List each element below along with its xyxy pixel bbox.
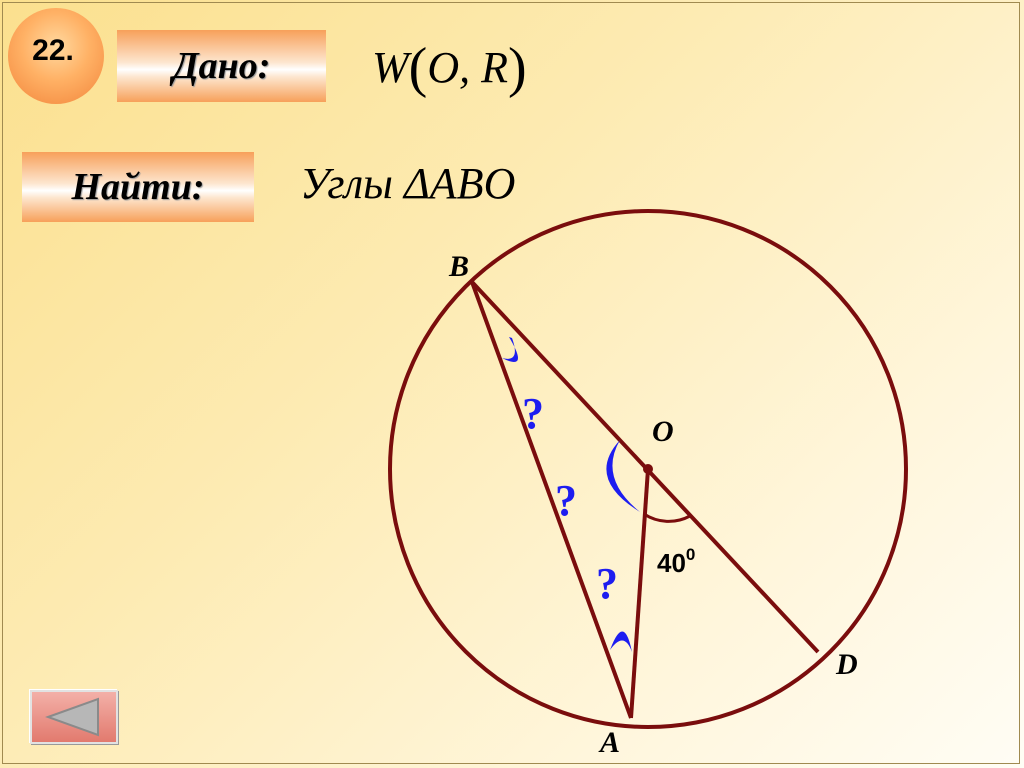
angle-a-question: ?: [596, 559, 618, 608]
paren-open: (: [408, 37, 428, 99]
given-label-box: Дано:: [117, 30, 326, 102]
point-b-label: B: [448, 250, 469, 283]
find-label: Найти:: [71, 166, 205, 208]
angle-b-mark: [502, 337, 518, 362]
angle-unit: 0: [686, 545, 695, 564]
point-o-label: O: [652, 415, 674, 448]
angle-o-mark: [606, 440, 640, 512]
find-formula: Углы ΔABO: [300, 159, 516, 208]
circle-w: [388, 209, 908, 729]
radius-oa: [629, 468, 650, 719]
angle-aod-arc: [643, 512, 691, 523]
paren-close: ): [507, 37, 527, 99]
circle-center: O: [427, 43, 460, 92]
center-dot: [643, 464, 653, 474]
point-d-label: D: [835, 648, 858, 681]
circle-name: W: [372, 43, 409, 92]
find-label-box: Найти:: [22, 152, 254, 222]
angle-aod-value: 400: [657, 545, 695, 578]
given-label: Дано:: [172, 45, 271, 87]
problem-number-badge: 22.: [8, 8, 104, 104]
angle-a-mark: [610, 631, 632, 652]
chord-ba: [470, 281, 633, 719]
angle-value: 40: [657, 548, 686, 578]
given-formula: W(O, R): [372, 36, 527, 100]
point-a-label: A: [598, 726, 620, 759]
angle-o-question: ?: [555, 476, 577, 525]
problem-number: 22.: [32, 34, 74, 67]
separator: ,: [459, 43, 482, 92]
left-triangle-icon: [45, 697, 99, 737]
angle-b-question: ?: [522, 389, 544, 438]
circle-radius: R: [481, 43, 508, 92]
back-button[interactable]: [30, 690, 118, 744]
